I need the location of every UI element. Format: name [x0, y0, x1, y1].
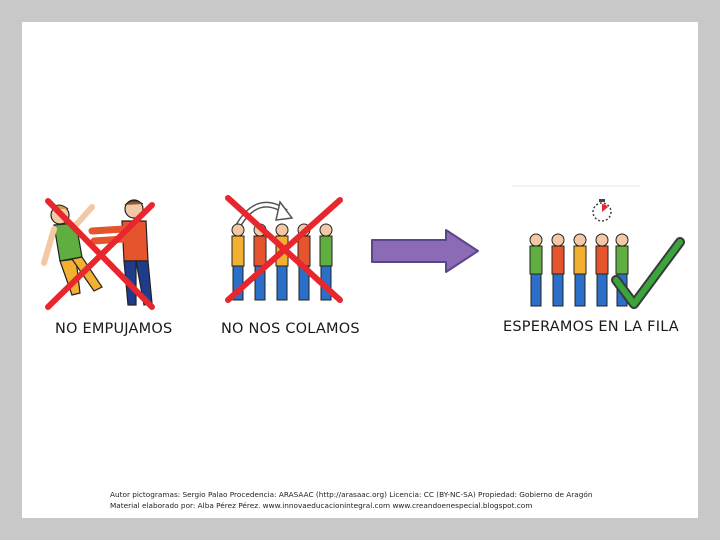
caption-esperamos-en-la-fila: ESPERAMOS EN LA FILA: [503, 319, 679, 335]
cross-mark: [45, 198, 155, 310]
children-line-figures: [231, 223, 333, 301]
stopwatch-icon: [592, 199, 612, 222]
cutting-line-crossed-out-icon: [225, 195, 343, 303]
caption-no-nos-colamos: NO NOS COLAMOS: [221, 321, 360, 337]
credits-line-1: Autor pictogramas: Sergio Palao Proceden…: [110, 490, 593, 499]
right-arrow-icon: [371, 229, 479, 273]
curved-arrow-icon: [235, 200, 294, 228]
waiting-in-line-checkmark-icon: [512, 185, 685, 309]
credits-line-2: Material elaborado por: Alba Pérez Pérez…: [110, 501, 533, 510]
pushing-crossed-out-icon: [41, 198, 155, 310]
caption-no-empujamos: NO EMPUJAMOS: [55, 321, 173, 337]
children-waiting-figures: [529, 233, 629, 307]
credits: Autor pictogramas: Sergio Palao Proceden…: [110, 489, 592, 511]
cross-mark: [225, 195, 343, 303]
check-mark-icon: [611, 237, 685, 309]
